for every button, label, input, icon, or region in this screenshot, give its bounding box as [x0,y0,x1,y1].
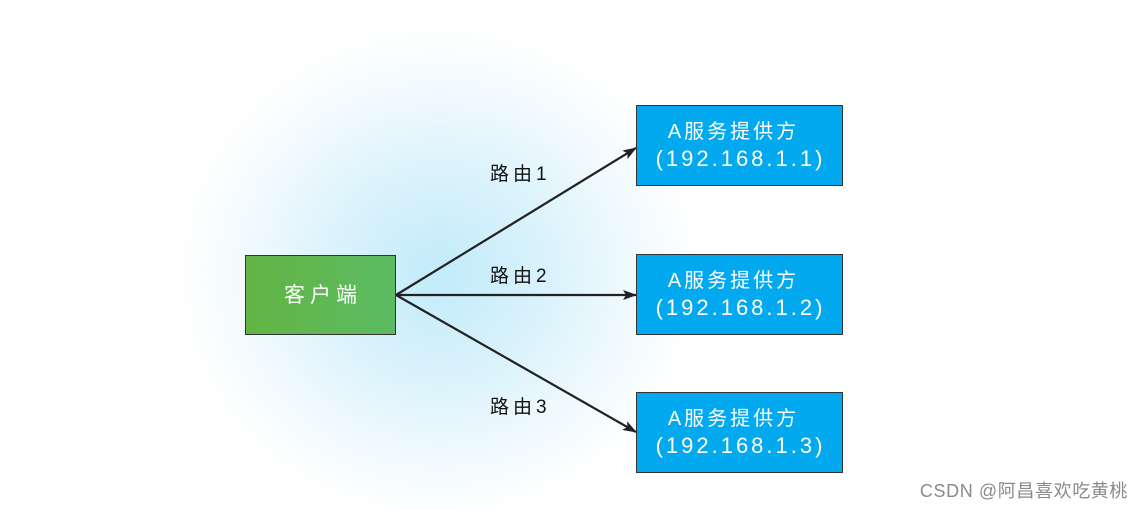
client-label: 客户端 [284,283,362,307]
route-arrow-1 [395,147,637,296]
provider-title: A服务提供方 [667,120,800,143]
route-label-2: 路由2 [490,266,551,287]
client-node: 客户端 [245,255,396,335]
provider-node-2: A服务提供方 (192.168.1.2) [636,254,843,335]
provider-title: A服务提供方 [667,407,800,430]
provider-node-1: A服务提供方 (192.168.1.1) [636,105,843,186]
route-arrow-3 [395,294,637,433]
provider-node-3: A服务提供方 (192.168.1.3) [636,392,843,473]
route-label-1: 路由1 [490,164,551,185]
provider-address: (192.168.1.2) [655,294,826,320]
watermark: CSDN @阿昌喜欢吃黄桃 [919,481,1128,501]
route-label-3: 路由3 [490,397,551,418]
provider-title: A服务提供方 [667,269,800,292]
provider-address: (192.168.1.3) [655,432,826,458]
provider-address: (192.168.1.1) [655,145,826,171]
